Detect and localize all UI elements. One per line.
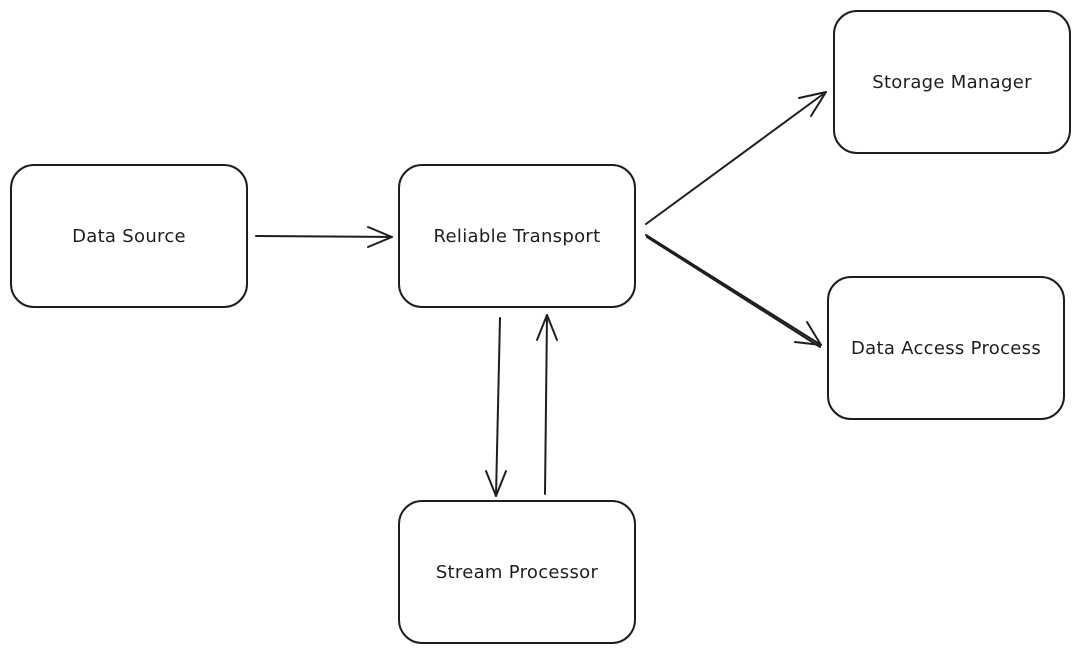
node-data-source[interactable]: Data Source <box>10 164 248 308</box>
edge-line <box>255 235 393 238</box>
node-stream-processor[interactable]: Stream Processor <box>398 500 636 644</box>
node-storage-manager[interactable]: Storage Manager <box>833 10 1071 154</box>
arrowhead-icon <box>485 470 507 497</box>
edge-line <box>495 317 501 497</box>
node-label: Data Source <box>72 225 186 247</box>
node-label: Storage Manager <box>872 71 1032 93</box>
edge-line <box>645 91 827 225</box>
node-label: Reliable Transport <box>433 225 601 247</box>
node-label: Stream Processor <box>435 561 599 583</box>
arrowhead-icon <box>536 314 558 341</box>
node-label: Data Access Process <box>850 337 1042 359</box>
edge-stream-processor-to-reliable-transport <box>536 314 558 495</box>
edge-line <box>544 314 548 495</box>
edge-data-source-to-reliable-transport <box>255 226 393 248</box>
edge-line <box>645 234 822 346</box>
arrowhead-icon <box>794 321 822 346</box>
arrowhead-icon <box>798 91 827 117</box>
edge-reliable-transport-to-storage-manager <box>645 91 827 225</box>
edge-reliable-transport-to-stream-processor <box>485 317 507 497</box>
arrowhead-icon <box>367 226 393 248</box>
node-data-access-process[interactable]: Data Access Process <box>827 276 1065 420</box>
edge-line-sketch <box>646 236 821 348</box>
node-reliable-transport[interactable]: Reliable Transport <box>398 164 636 308</box>
edge-reliable-transport-to-data-access-process <box>645 234 822 348</box>
